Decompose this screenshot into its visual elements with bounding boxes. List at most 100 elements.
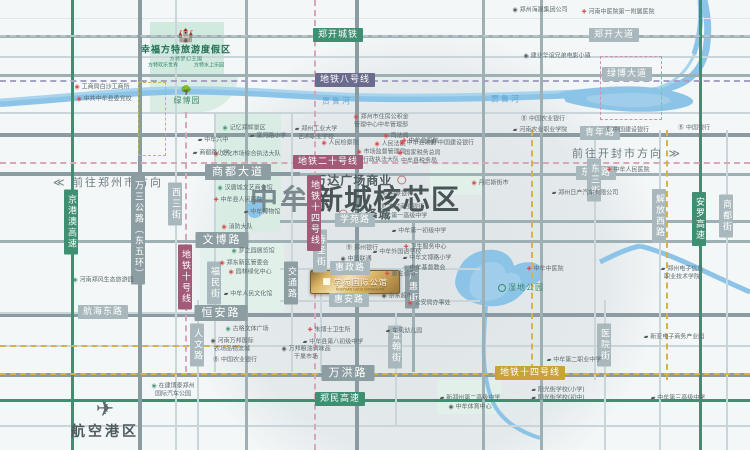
rail-gold-vertical-2 — [531, 130, 533, 380]
bank-icon: Ⓑ — [381, 190, 389, 198]
poi-marker[interactable]: ▰ 中牟县第八初级中学 — [303, 338, 364, 346]
poi-marker[interactable]: ▰ 郑州电子信息职业技术学院 — [661, 266, 704, 281]
poi-marker[interactable]: ◉ 国家税务总局中牟县税务局 — [397, 150, 440, 165]
poi-marker[interactable]: ◉ 市场监督管理局行政执法大队 — [356, 149, 405, 164]
gov-icon: ◉ — [353, 113, 361, 121]
poi-label: 新郑州第二高级中学 — [446, 394, 501, 402]
poi-marker[interactable]: ▰ 中牟六中 — [198, 136, 229, 144]
poi-marker[interactable]: ▰ 郑州工业大学艺术职业学校 — [295, 126, 338, 141]
shop-icon: ◉ — [340, 255, 348, 263]
poi-marker[interactable]: ◉ 郑东新区管委会 — [219, 259, 268, 267]
road-h-11 — [0, 345, 750, 347]
poi-marker[interactable]: ◉ 丹尼斯街市 — [471, 179, 508, 187]
school-icon: ▰ — [249, 132, 257, 140]
poi-label: 中牟县医院 — [408, 137, 439, 145]
poi-marker[interactable]: ▰ 阳光街学校(初中) — [531, 394, 584, 402]
poi-marker[interactable]: Ⓑ 中原银行 — [381, 190, 413, 198]
poi-label: 朱博士卫生所 — [314, 326, 351, 334]
poi-marker[interactable]: ◉ 汉唐城文艺商会馆 — [217, 184, 272, 192]
poi-marker[interactable]: ▰ 新郑州第二高级中学 — [440, 394, 501, 402]
poi-marker[interactable]: ▰ 车风幼儿园 — [386, 327, 423, 335]
direction-to-kaifeng: 前往开封市方向 ≫ — [571, 147, 683, 160]
poi-marker[interactable]: ◉ 古格文体广场 — [225, 325, 268, 333]
poi-marker[interactable]: ▰ 阳光街学校(小学) — [531, 386, 584, 394]
poi-marker[interactable]: ◉ 中共中牟县委党校 — [76, 95, 131, 103]
poi-marker[interactable]: ◉ 河南郑风生态旅游园 — [72, 276, 133, 284]
poi-marker[interactable]: Ⓑ 中国建设银行 — [430, 139, 474, 147]
poi-marker[interactable]: ◉ 京东超市 — [381, 292, 412, 300]
school-icon: ▰ — [531, 386, 538, 394]
poi-marker[interactable]: ◉ 司法局 — [383, 132, 408, 140]
poi-marker[interactable]: ◉ 园林绿化中心 — [228, 268, 271, 276]
poi-label: 河南万邦国际农场品物流城 — [213, 337, 254, 353]
poi-marker[interactable]: ▰ 中牟外国语学校 — [373, 248, 422, 256]
fangte-resort-badge[interactable]: 🏰 幸福方特旅游度假区 方特梦幻王国 — [141, 30, 231, 63]
poi-marker[interactable]: ◉ 人民法院 — [374, 140, 405, 148]
poi-marker[interactable]: ▰ 中牟第二职业中学 — [547, 356, 602, 364]
poi-marker[interactable]: ◉ 人民检察院 — [321, 139, 358, 147]
poi-marker[interactable]: ✚ 中牟县医院 — [402, 137, 439, 145]
poi-marker[interactable]: ◉ 河南万邦国际农场品物流城 — [210, 338, 253, 353]
road-v-jiefang-west — [659, 130, 661, 450]
poi-marker[interactable]: ▰ 河南农业职业学院 — [513, 126, 568, 134]
poi-marker[interactable]: ✚ 卫生服务中心 — [404, 243, 447, 251]
dashed-area-top-right — [600, 56, 662, 120]
poi-marker[interactable]: ✚ 朱博士卫生所 — [308, 326, 351, 334]
museum-icon: ▰ — [243, 208, 251, 216]
school-icon: ▰ — [385, 327, 393, 335]
poi-marker[interactable]: ◉ 中牟县政府 — [399, 139, 436, 147]
poi-marker[interactable]: ▰ 郑州日产汽车有限公司 — [552, 189, 619, 197]
poi-marker[interactable]: ◉ 万邦粮油调味品干果市场 — [281, 346, 330, 361]
poi-label: 文化市场综合执法大队 — [220, 150, 281, 158]
poi-marker[interactable]: Ⓑ 农村商业银行 — [380, 203, 424, 211]
poi-marker[interactable]: ✛ 中牟基督教会 — [403, 264, 446, 272]
road-label-hengan-lu: 恒安路 — [194, 305, 248, 321]
market-icon: ◉ — [281, 345, 289, 353]
poi-marker[interactable]: ✚ 中牟人民医院 — [607, 166, 650, 174]
poi-label: 中牟人民文化馆 — [230, 290, 273, 298]
poi-label: 建业华谊兄弟电影小镇 — [530, 52, 591, 60]
poi-marker[interactable]: ✚ 河南中医院第一附属医院 — [582, 8, 655, 16]
poi-marker[interactable]: ▰ 新亚电子商务产业园 — [644, 333, 705, 341]
poi-marker[interactable]: ◉ 工商局白沙工商所 — [74, 83, 129, 91]
poi-marker[interactable]: ▰ 溪河路小学 — [250, 132, 287, 140]
poi-marker[interactable]: Ⓑ 中国农业银行 — [213, 356, 257, 364]
poi-label: 中国银行 — [685, 124, 710, 132]
poi-marker[interactable]: ▰ 中牟文博路小学 — [403, 254, 452, 262]
poi-marker[interactable]: ✚ 康庄诊所 — [385, 270, 416, 278]
poi-label: 中牟县第八初级中学 — [309, 338, 364, 346]
poi-label: 万邦粮油调味品干果市场 — [288, 345, 331, 361]
poi-marker[interactable]: Ⓑ 中国建设银行 — [605, 126, 649, 134]
poi-marker[interactable]: Ⓑ 中国银行 — [678, 124, 710, 132]
poi-marker[interactable]: ✚ 中牟中医院 — [527, 265, 564, 273]
poi-marker[interactable]: ◉ 中国联通 — [340, 255, 371, 263]
school-icon: ▰ — [372, 248, 380, 256]
bank-icon: Ⓑ — [678, 124, 686, 132]
poi-marker[interactable]: ◉ 公安局办事处 — [407, 299, 450, 307]
poi-marker[interactable]: ◉ 郑州海晟集团公司 — [512, 6, 567, 14]
poi-marker[interactable]: ◉ 郑州市住房公积金管理中心中牟管理部 — [353, 114, 408, 129]
poi-marker[interactable]: ▰ 中牟第三高级中学 — [651, 394, 706, 402]
poi-marker[interactable]: ▰ 商都路小学 — [193, 149, 230, 157]
poi-marker[interactable]: ◉ 在建博泰郑州国际汽车公园 — [151, 383, 194, 398]
poi-marker[interactable]: Ⓑ 郑州银行 — [346, 244, 378, 252]
poi-marker[interactable]: ◉ 建业华谊兄弟电影小镇 — [523, 52, 590, 60]
poi-marker[interactable]: ◉ 梦之园展览馆 — [231, 247, 274, 255]
poi-marker[interactable]: ▰ 中牟第一高级中学 — [373, 212, 428, 220]
factory-icon: ▰ — [643, 333, 651, 341]
poi-marker[interactable]: ▰ 中牟第一初级中学 — [392, 227, 447, 235]
poi-marker[interactable]: ▰ 中牟人民文化馆 — [224, 290, 273, 298]
road-v-shangdu-street — [726, 130, 728, 450]
plaque-emblem-icon: ■ — [322, 277, 331, 287]
school-icon: ▰ — [439, 394, 447, 402]
poi-marker[interactable]: ✚ 中牟县人民医院 — [214, 196, 263, 204]
road-h-zhengmin-expressway — [0, 399, 750, 402]
poi-marker[interactable]: ◉ 记忆郑辉景区 — [222, 124, 265, 132]
poi-marker[interactable]: Ⓑ 中国农业银行 — [521, 115, 565, 123]
poi-marker[interactable]: ◉ 中牟体育中心 — [448, 403, 491, 411]
poi-marker[interactable]: ◉ 文化市场综合执法大队 — [213, 150, 280, 158]
poi-marker[interactable]: ▰ 中牟博物馆 — [244, 208, 281, 216]
poi-marker[interactable]: ◉ 消防大队 — [221, 223, 252, 231]
hospital-icon: ✚ — [581, 8, 589, 16]
